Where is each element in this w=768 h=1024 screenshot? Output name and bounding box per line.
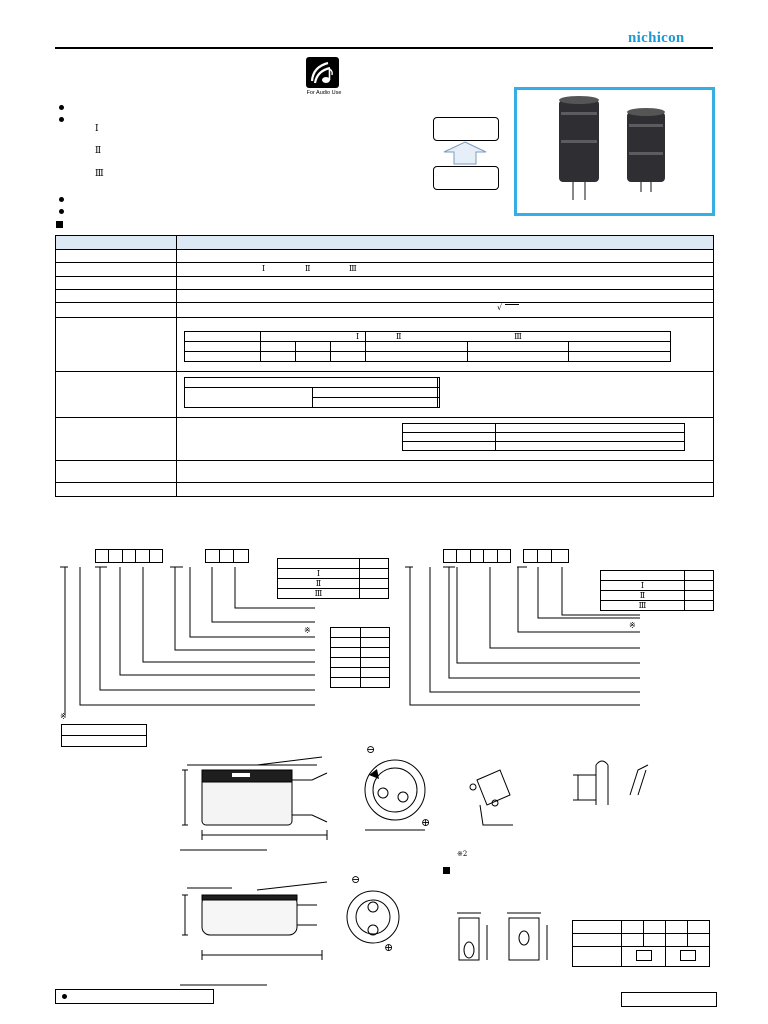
grade-mark-2: Ⅱ <box>396 332 402 341</box>
spec-header-row <box>55 235 714 250</box>
spec-row-grades: Ⅰ Ⅱ Ⅲ <box>55 262 714 277</box>
code-table <box>330 627 390 688</box>
section-mark <box>56 221 63 228</box>
note-mark: ※ <box>304 626 311 635</box>
grade-mark-2: Ⅱ <box>305 264 311 273</box>
catalog-number-box <box>621 992 717 1007</box>
spec-row-tan-delta: Ⅰ Ⅱ Ⅲ <box>55 317 714 372</box>
spec-row <box>55 482 714 497</box>
stability-subtable <box>183 377 440 408</box>
terminal-pin-detail <box>573 760 649 805</box>
capacitor-side-view <box>180 756 328 851</box>
plus-mark: ⊕ <box>421 816 431 829</box>
pc-board-table <box>572 920 710 967</box>
tan-delta-subtable: Ⅰ Ⅱ Ⅲ <box>184 331 672 362</box>
part-number-boxes <box>523 549 569 563</box>
spec-row-leakage: √ <box>55 302 714 318</box>
note-2: ※2 <box>457 850 468 858</box>
part-number-leader-lines <box>405 566 640 706</box>
endurance-subtable <box>402 423 685 451</box>
grade-code-table: Ⅰ Ⅱ Ⅲ <box>600 570 714 611</box>
spec-row-stability <box>55 371 714 418</box>
grade-mark-1: Ⅰ <box>356 332 360 341</box>
plus-mark: ⊕ <box>384 941 394 954</box>
grade-mark-1: Ⅰ <box>262 264 266 273</box>
sqrt-bar <box>505 304 519 305</box>
minus-mark: ⊖ <box>366 743 376 756</box>
spec-row <box>55 276 714 290</box>
part-number-boxes <box>95 549 163 563</box>
part-number-boxes <box>443 549 511 563</box>
terminal-detail <box>469 769 513 826</box>
capacitor-bottom-view <box>364 759 426 831</box>
pc-board-hole-detail <box>457 912 548 961</box>
spec-row <box>55 249 714 263</box>
sqrt-symbol: √ <box>497 303 503 312</box>
bullet-icon <box>59 197 64 202</box>
badge-caption: For Audio Use <box>306 90 342 96</box>
section-mark <box>443 867 450 874</box>
music-note-icon <box>306 57 339 88</box>
spec-row-endurance <box>55 417 714 461</box>
grade-mark-3: Ⅲ <box>95 169 104 179</box>
product-photo <box>514 87 715 216</box>
part-number-boxes <box>205 549 249 563</box>
bullet-icon <box>62 994 67 999</box>
grade-mark-3: Ⅲ <box>349 264 357 273</box>
spec-table: Ⅰ Ⅱ Ⅲ √ Ⅰ Ⅱ Ⅲ <box>55 235 714 497</box>
bullet-icon <box>59 117 64 122</box>
grade-code-table: Ⅰ Ⅱ Ⅲ <box>277 558 389 599</box>
grade-mark-3: Ⅲ <box>364 331 672 342</box>
pad-icon <box>635 949 652 961</box>
note-mark: ※ <box>629 621 636 630</box>
grade-mark-2: Ⅱ <box>95 146 102 156</box>
bullet-icon <box>59 209 64 214</box>
footnote-table <box>61 724 147 747</box>
minus-mark: ⊖ <box>351 873 361 886</box>
series-chip-upper <box>433 117 499 141</box>
capacitor-side-view-2 <box>180 881 328 986</box>
capacitor-bottom-view-2 <box>346 890 400 944</box>
series-chip-lower <box>433 166 499 190</box>
spec-row <box>55 460 714 483</box>
pad-icon <box>679 949 696 961</box>
header-rule <box>55 47 713 49</box>
spec-row <box>55 289 714 303</box>
footnote-mark: ※ <box>60 712 67 721</box>
footer-note-box <box>55 989 214 1004</box>
bullet-icon <box>59 105 64 110</box>
brand-logo: nichicon <box>628 30 685 46</box>
part-number-leader-lines <box>60 566 315 715</box>
grade-mark-1: Ⅰ <box>95 124 99 134</box>
up-arrow-icon <box>443 141 487 165</box>
